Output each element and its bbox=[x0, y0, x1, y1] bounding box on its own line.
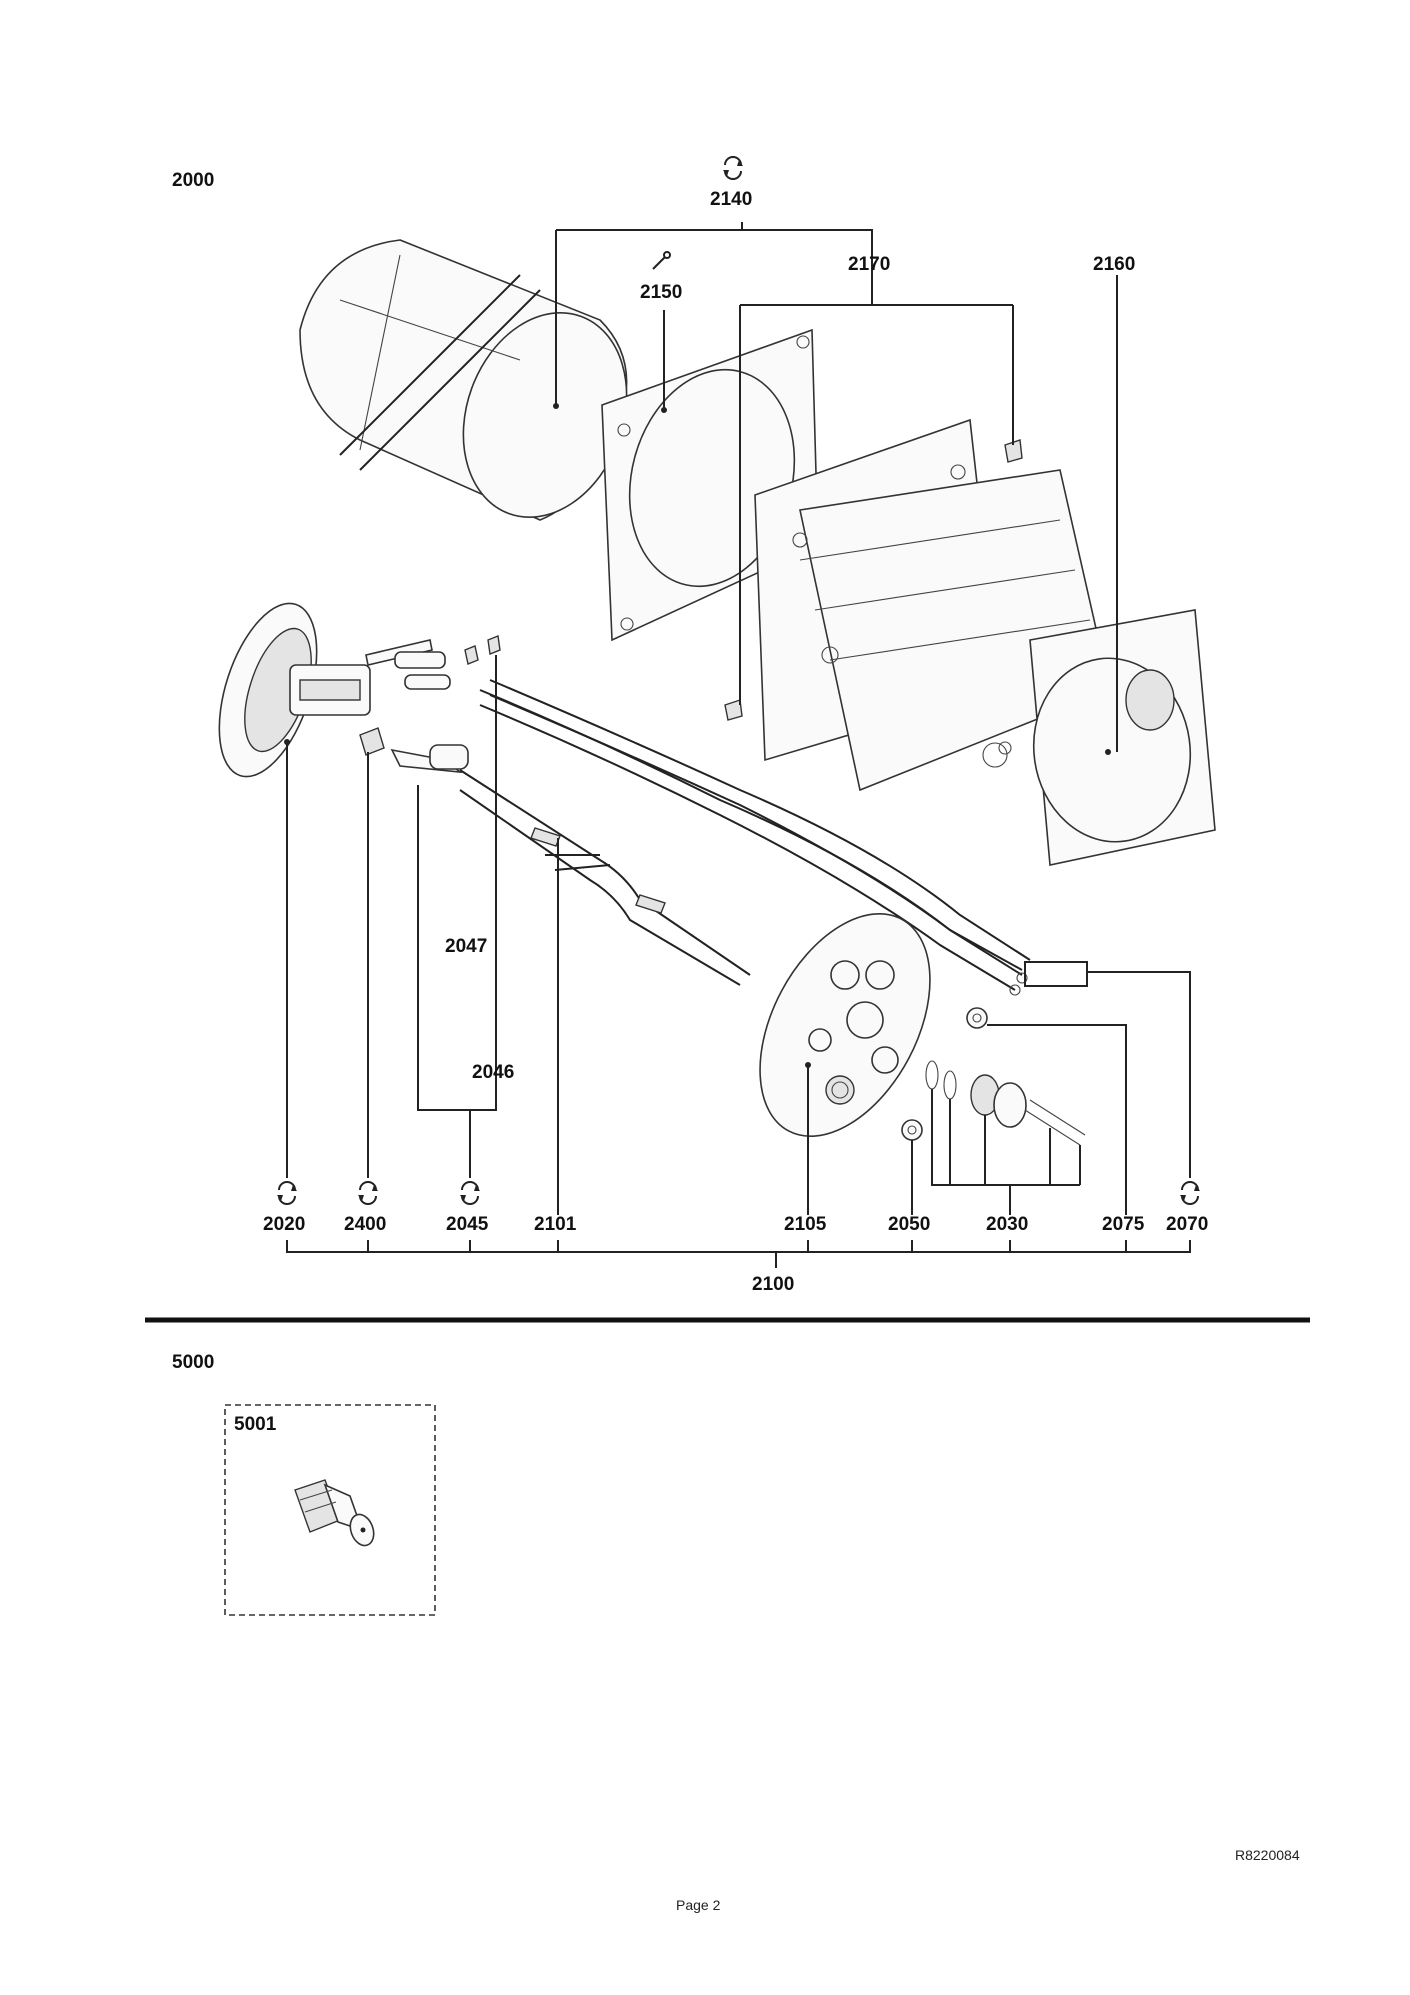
accessory-box-5001: 5001 bbox=[224, 1404, 436, 1616]
label-2101: 2101 bbox=[534, 1214, 577, 1235]
label-5001: 5001 bbox=[234, 1414, 277, 1435]
label-2170: 2170 bbox=[848, 254, 890, 275]
label-2020: 2020 bbox=[263, 1214, 305, 1235]
label-2160: 2160 bbox=[1093, 254, 1135, 275]
ignition-electrodes bbox=[365, 635, 501, 690]
label-2105: 2105 bbox=[784, 1214, 827, 1235]
page-number: Page 2 bbox=[676, 1897, 721, 1913]
leader-lines bbox=[286, 222, 1191, 1268]
combustion-head-housing bbox=[754, 418, 1216, 866]
circular-arrows-icon bbox=[723, 156, 743, 180]
circular-arrows-icon bbox=[358, 1181, 378, 1205]
label-2047: 2047 bbox=[445, 936, 487, 957]
nozzle bbox=[359, 727, 385, 756]
ignition-cables bbox=[479, 679, 1031, 996]
label-2150: 2150 bbox=[640, 282, 682, 303]
document-code: R8220084 bbox=[1235, 1847, 1300, 1863]
screw-lower bbox=[724, 699, 743, 721]
circular-arrows-icon bbox=[277, 1181, 297, 1205]
label-2100: 2100 bbox=[752, 1274, 794, 1295]
label-2046: 2046 bbox=[472, 1062, 514, 1083]
nozzle-holder-tube bbox=[390, 744, 751, 986]
wrench-icon bbox=[652, 251, 671, 270]
blast-tube bbox=[299, 239, 628, 521]
section-label-5000: 5000 bbox=[172, 1352, 214, 1373]
screw-upper bbox=[1004, 439, 1023, 463]
fitting-2075 bbox=[966, 1007, 988, 1029]
mounting-plate bbox=[759, 912, 931, 1138]
label-2030: 2030 bbox=[986, 1214, 1028, 1235]
fitting-2050 bbox=[901, 1119, 923, 1141]
diffuser-disc bbox=[218, 602, 371, 778]
circular-arrows-icon bbox=[460, 1181, 480, 1205]
label-2140: 2140 bbox=[710, 189, 752, 210]
label-2075: 2075 bbox=[1102, 1214, 1145, 1235]
circular-arrows-icon bbox=[1180, 1181, 1200, 1205]
solenoid-valve-kit bbox=[925, 1060, 1086, 1146]
nozzle-accessory bbox=[294, 1479, 375, 1547]
label-2070: 2070 bbox=[1166, 1214, 1208, 1235]
label-2045: 2045 bbox=[446, 1214, 489, 1235]
label-2050: 2050 bbox=[888, 1214, 930, 1235]
section-label-2000: 2000 bbox=[172, 170, 214, 191]
label-2400: 2400 bbox=[344, 1214, 386, 1235]
